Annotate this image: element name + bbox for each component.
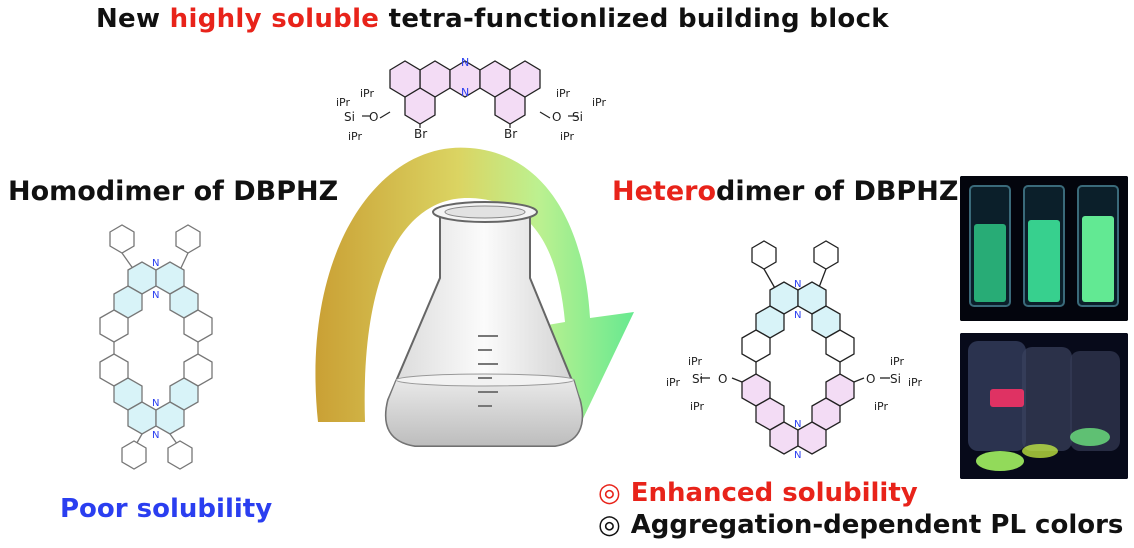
atom-n-top: N [461, 56, 469, 69]
heterodimer-atom-n-1: N [794, 279, 801, 290]
hetero-ipr-right-2: iPr [908, 376, 922, 389]
title-part2: tetra-functionlized building block [379, 4, 889, 34]
ipr-right-1: iPr [556, 87, 570, 100]
heterodimer-molecule [700, 240, 890, 455]
bullet-text: Enhanced solubility [630, 478, 918, 508]
title-highlight: highly soluble [169, 4, 380, 34]
hetero-atom-o-left: O [718, 372, 727, 386]
ipr-left-2: iPr [336, 96, 350, 109]
hetero-ipr-right-1: iPr [890, 355, 904, 368]
bullet-enhanced-solubility: ◎ Enhanced solubility [598, 478, 918, 508]
bullet-text: Aggregation-dependent PL colors [630, 510, 1124, 540]
heterodimer-title: Heterodimer of DBPHZ [612, 176, 958, 207]
ipr-right-3: iPr [560, 130, 574, 143]
homodimer-atom-n-3: N [152, 398, 159, 409]
homodimer-molecule [99, 224, 213, 470]
poor-solubility-note: Poor solubility [60, 494, 273, 524]
atom-si-right: Si [572, 110, 583, 124]
atom-o-left: O [369, 110, 378, 124]
hetero-atom-si-right: Si [890, 372, 901, 386]
bullet-pl-colors: ◎ Aggregation-dependent PL colors [598, 510, 1123, 540]
hetero-ipr-left-1: iPr [688, 355, 702, 368]
hetero-atom-o-right: O [866, 372, 875, 386]
ipr-left-3: iPr [348, 130, 362, 143]
building-block-molecule [389, 60, 541, 125]
bullet-mark: ◎ [598, 510, 621, 540]
cuvette-fluorescence-photo [960, 176, 1128, 321]
heterodimer-title-rest: dimer of DBPHZ [716, 176, 959, 207]
vials-uv-photo [960, 333, 1128, 479]
figure-title: New highly soluble tetra-functionlized b… [96, 4, 889, 34]
homodimer-title: Homodimer of DBPHZ [8, 176, 339, 207]
homodimer-atom-n-1: N [152, 258, 159, 269]
hetero-atom-si-left: Si [692, 372, 703, 386]
heterodimer-atom-n-2: N [794, 310, 801, 321]
ipr-left-1: iPr [360, 87, 374, 100]
ipr-right-2: iPr [592, 96, 606, 109]
heterodimer-atom-n-4: N [794, 450, 801, 461]
atom-o-right: O [552, 110, 561, 124]
atom-n-bottom: N [461, 86, 469, 99]
flask-icon [384, 201, 584, 447]
atom-br-left: Br [414, 127, 427, 141]
hetero-ipr-left-3: iPr [690, 400, 704, 413]
hetero-ipr-right-3: iPr [874, 400, 888, 413]
title-part1: New [96, 4, 170, 34]
hetero-ipr-left-2: iPr [666, 376, 680, 389]
atom-br-right: Br [504, 127, 517, 141]
heterodimer-title-highlight: Hetero [612, 176, 716, 207]
homodimer-atom-n-4: N [152, 430, 159, 441]
homodimer-atom-n-2: N [152, 290, 159, 301]
heterodimer-atom-n-3: N [794, 419, 801, 430]
atom-si-left: Si [344, 110, 355, 124]
bullet-mark: ◎ [598, 478, 621, 508]
